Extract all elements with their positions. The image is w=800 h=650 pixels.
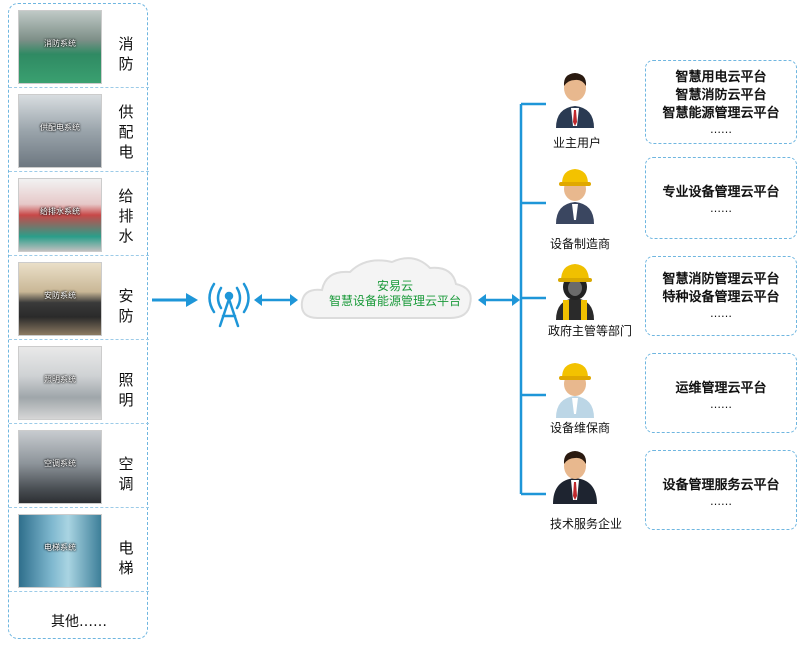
other-systems-label: 其他…… xyxy=(51,614,107,630)
elevator-system-label: 电 梯 xyxy=(118,539,134,577)
water-system-caption: 给排水系统 xyxy=(40,207,80,217)
government-officer-icon xyxy=(556,264,594,320)
platform-line: 设备管理服务云平台 xyxy=(662,478,780,493)
platform-box-maintenance: 运维管理云平台 …… xyxy=(645,353,797,433)
platform-box-government: 智慧消防管理云平台 特种设备管理云平台 …… xyxy=(645,256,797,336)
lighting-system-caption: 照明系统 xyxy=(44,375,76,385)
panel-to-tower-arrow xyxy=(152,293,198,307)
role-label-owner: 业主用户 xyxy=(553,136,602,150)
tech-service-icon xyxy=(553,451,597,504)
platform-box-manufacturer: 专业设备管理云平台 …… xyxy=(645,157,797,239)
platform-line: 特种设备管理云平台 xyxy=(662,290,780,305)
fire-system-label: 消 防 xyxy=(118,35,134,73)
water-system-label: 给 排 水 xyxy=(118,187,134,245)
subsystem-panel: 消防系统 消 防 供配电系统 供 配 电 给排水系统 给 排 水 安防系统 安 … xyxy=(8,3,149,639)
power-system-caption: 供配电系统 xyxy=(40,123,80,133)
maintenance-provider-icon xyxy=(556,363,594,418)
cloud-icon xyxy=(300,257,472,319)
manufacturer-icon xyxy=(556,169,594,224)
water-system-photo: 给排水系统 xyxy=(18,178,102,252)
hvac-system-label: 空 调 xyxy=(118,455,134,493)
signal-tower-icon xyxy=(208,282,250,328)
system-row-security[interactable]: 安防系统 安 防 xyxy=(9,256,149,340)
tower-cloud-double-arrow xyxy=(254,294,298,306)
lighting-system-photo: 照明系统 xyxy=(18,346,102,420)
elevator-system-caption: 电梯系统 xyxy=(44,543,76,553)
system-row-lighting[interactable]: 照明系统 照 明 xyxy=(9,340,149,424)
security-system-caption: 安防系统 xyxy=(44,291,76,301)
system-row-elevator[interactable]: 电梯系统 电 梯 xyxy=(9,508,149,592)
platform-line: 智慧消防管理云平台 xyxy=(662,272,780,287)
cloud-bus-double-arrow xyxy=(478,294,520,306)
security-system-label: 安 防 xyxy=(118,287,134,325)
platform-more: …… xyxy=(710,123,732,136)
fire-system-photo: 消防系统 xyxy=(18,10,102,84)
platform-more: …… xyxy=(710,495,732,508)
owner-user-icon xyxy=(556,73,594,128)
system-row-fire[interactable]: 消防系统 消 防 xyxy=(9,4,149,88)
role-label-government: 政府主管等部门 xyxy=(548,324,633,338)
platform-box-tech-service: 设备管理服务云平台 …… xyxy=(645,450,797,530)
hvac-system-caption: 空调系统 xyxy=(44,459,76,469)
system-row-power[interactable]: 供配电系统 供 配 电 xyxy=(9,88,149,172)
security-system-photo: 安防系统 xyxy=(18,262,102,336)
role-label-maintenance: 设备维保商 xyxy=(550,421,611,435)
power-system-photo: 供配电系统 xyxy=(18,94,102,168)
fire-system-caption: 消防系统 xyxy=(44,39,76,49)
platform-line: 专业设备管理云平台 xyxy=(662,185,780,200)
platform-line: 智慧消防云平台 xyxy=(675,88,767,103)
system-row-water[interactable]: 给排水系统 给 排 水 xyxy=(9,172,149,256)
role-label-manufacturer: 设备制造商 xyxy=(550,237,611,251)
role-bus-line xyxy=(519,102,546,496)
platform-more: …… xyxy=(710,307,732,320)
platform-more: …… xyxy=(710,202,732,215)
platform-line: 智慧用电云平台 xyxy=(675,70,767,85)
role-label-tech-service: 技术服务企业 xyxy=(550,517,623,531)
power-system-label: 供 配 电 xyxy=(118,103,134,161)
system-row-hvac[interactable]: 空调系统 空 调 xyxy=(9,424,149,508)
platform-line: 运维管理云平台 xyxy=(675,381,767,396)
lighting-system-label: 照 明 xyxy=(118,371,134,409)
platform-box-owner: 智慧用电云平台 智慧消防云平台 智慧能源管理云平台 …… xyxy=(645,60,797,144)
platform-more: …… xyxy=(710,398,732,411)
cloud-name: 安易云 xyxy=(376,279,413,293)
hvac-system-photo: 空调系统 xyxy=(18,430,102,504)
cloud-platform-name: 智慧设备能源管理云平台 xyxy=(328,294,461,308)
elevator-system-photo: 电梯系统 xyxy=(18,514,102,588)
platform-line: 智慧能源管理云平台 xyxy=(662,106,780,121)
